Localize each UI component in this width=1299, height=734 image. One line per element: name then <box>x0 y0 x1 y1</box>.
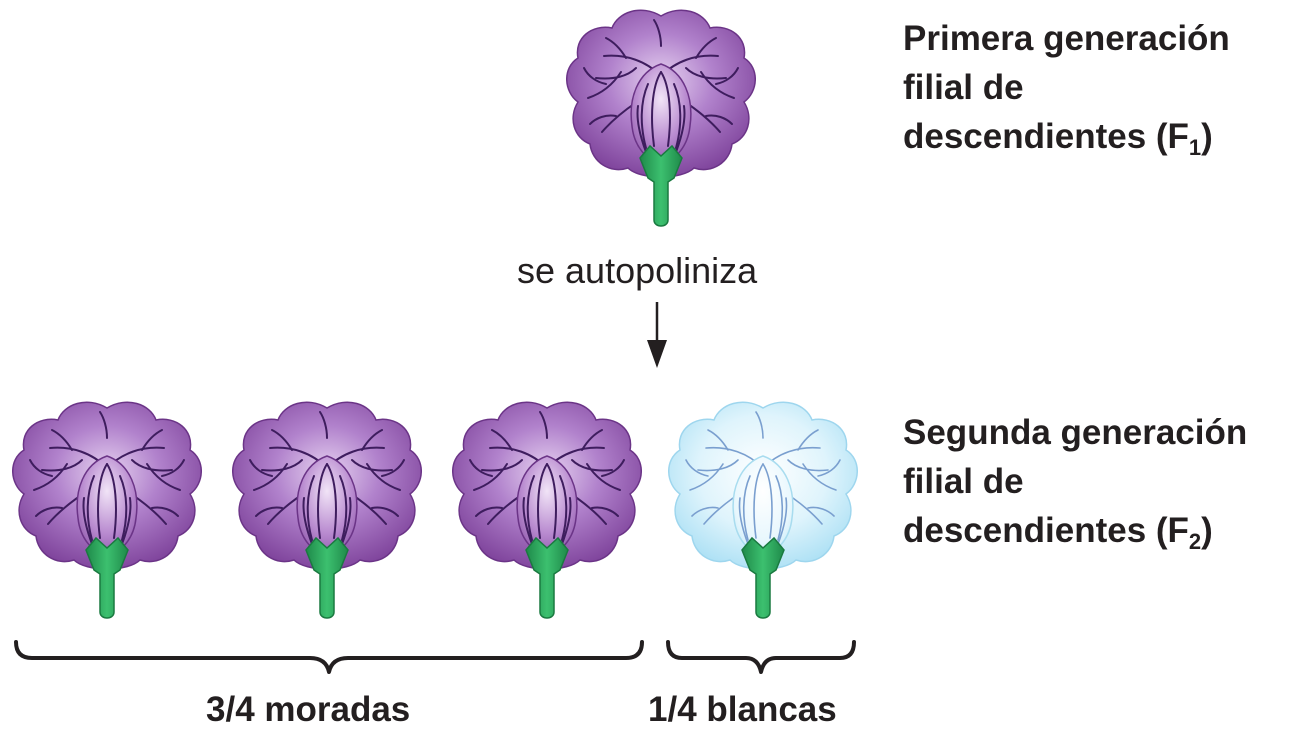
f1-label-line3-prefix: descendientes (F <box>903 117 1189 156</box>
f2-label-line3: descendientes (F2) <box>903 506 1247 555</box>
f2-label-line3-suffix: ) <box>1201 511 1213 550</box>
f2-purple-flower <box>452 398 642 628</box>
f1-label-line1: Primera generación <box>903 19 1230 58</box>
f2-white-flower <box>668 398 858 628</box>
self-pollination-label: se autopoliniza <box>517 250 758 291</box>
white-group-brace <box>666 640 856 674</box>
f2-subscript: 2 <box>1188 529 1202 554</box>
f2-label-line2: filial de <box>903 462 1024 501</box>
f1-label-line3-suffix: ) <box>1201 117 1213 156</box>
f1-label-line3: descendientes (F1) <box>903 112 1230 161</box>
f1-subscript: 1 <box>1188 135 1202 160</box>
f2-generation-label: Segunda generación filial de descendient… <box>903 408 1247 555</box>
f2-label-line1: Segunda generación <box>903 413 1248 452</box>
f2-purple-flower <box>12 398 202 628</box>
purple-group-brace <box>14 640 644 674</box>
purple-fraction-label: 3/4 moradas <box>206 690 411 729</box>
f2-purple-flower <box>232 398 422 628</box>
f1-label-line2: filial de <box>903 68 1024 107</box>
down-arrow-icon <box>647 302 667 368</box>
f1-purple-flower <box>566 6 756 236</box>
white-fraction-label: 1/4 blancas <box>648 690 837 729</box>
f1-generation-label: Primera generación filial de descendient… <box>903 14 1230 161</box>
f2-label-line3-prefix: descendientes (F <box>903 511 1189 550</box>
